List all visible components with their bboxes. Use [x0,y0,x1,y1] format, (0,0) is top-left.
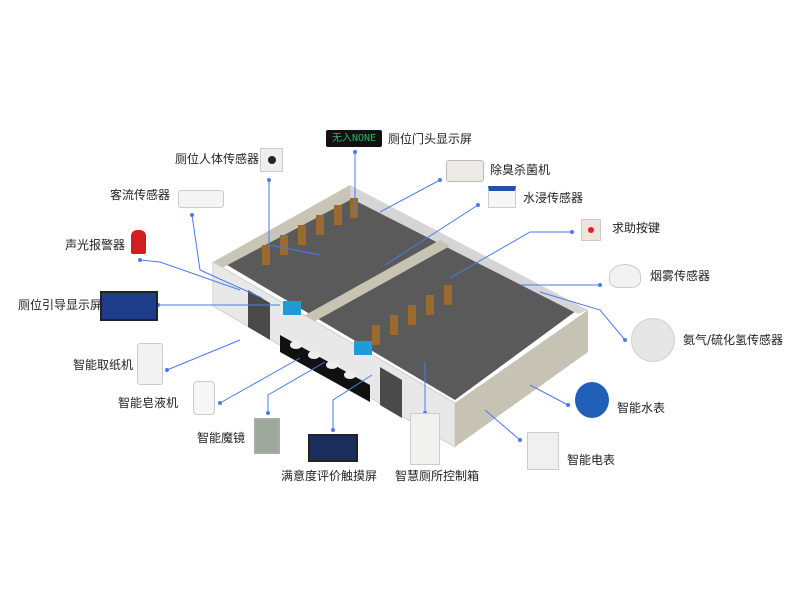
control-box-icon [410,413,440,465]
label-help-button: 求助按键 [612,221,661,235]
connector-lines [139,152,626,441]
entrance-right [380,367,402,418]
smart-mirror-icon [254,418,280,454]
label-soap-dispenser: 智能皂液机 [118,396,179,410]
label-water-meter: 智能水表 [617,401,666,415]
label-water-leak-sensor: 水浸传感器 [523,191,584,205]
label-electric-meter: 智能电表 [567,453,616,467]
label-smoke-sensor: 烟雾传感器 [650,269,711,283]
label-alarm: 声光报警器 [65,238,126,252]
guide-screen-right [354,341,372,355]
alarm-icon [131,230,146,254]
connector-dots [138,150,627,442]
sink-counter [280,335,370,402]
smoke-sensor-icon [609,264,641,288]
back-wall-left [213,185,350,268]
stall-doors-lower [372,285,452,345]
electric-meter-icon [527,432,559,470]
paper-dispenser-icon [137,343,163,385]
guide-screen-left [283,301,301,315]
label-occupancy-sensor: 厕位人体传感器 [175,152,260,166]
satisfaction-screen-icon [308,434,358,462]
label-guide-screen: 厕位引导显示屏 [18,298,103,312]
label-control-box: 智慧厕所控制箱 [395,469,480,483]
entrance-left [248,290,270,340]
label-deodorizer: 除臭杀菌机 [490,163,551,177]
label-people-counter: 客流传感器 [110,188,171,202]
partition-wall [300,240,450,324]
soap-dispenser-icon [193,381,215,415]
building-floor [222,190,580,400]
sinks [290,341,356,379]
deodorizer-icon [446,160,484,182]
stall-doors-upper [262,198,358,265]
guide-screen-icon [100,291,158,321]
help-button-icon [581,219,601,241]
label-smart-mirror: 智能魔镜 [197,431,246,445]
label-door-display: 厕位门头显示屏 [388,132,473,146]
label-paper-dispenser: 智能取纸机 [73,358,134,372]
water-leak-sensor-icon [488,186,516,208]
door-display-device: 无入NONE [326,130,382,147]
water-meter-icon [575,382,609,418]
label-gas-sensor: 氨气/硫化氢传感器 [683,333,784,347]
people-counter-icon [178,190,224,208]
gas-sensor-icon [631,318,675,362]
back-wall-right [350,185,588,314]
label-satisfaction-screen: 满意度评价触摸屏 [281,469,378,483]
occupancy-sensor-icon [260,148,283,172]
